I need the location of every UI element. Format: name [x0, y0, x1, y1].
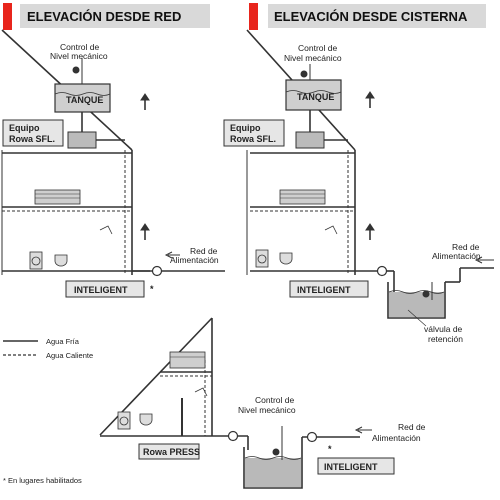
washer-door — [31, 256, 41, 266]
panel-left-labels: Control de Nivel mecánico TANQUE Equipo … — [2, 42, 219, 298]
panel-bottom — [99, 317, 372, 489]
supply-arrow-head — [164, 251, 173, 259]
header-left-accent — [3, 3, 12, 30]
washer-door — [257, 254, 267, 264]
right-valve-label-2: retención — [428, 334, 463, 344]
rowa-press-box — [138, 443, 200, 460]
left-control-label-2: Nivel mecánico — [50, 51, 108, 61]
flow-arrow-head — [365, 223, 375, 231]
right-equipo-box — [223, 119, 285, 147]
left-tank-label: TANQUE — [66, 95, 103, 105]
tank-water — [285, 90, 342, 94]
washer-door — [119, 416, 129, 426]
left-equipo-label-1: Equipo — [9, 123, 40, 133]
left-red-label-2: Alimentación — [170, 255, 219, 265]
bottom-red-label-1: Red de — [398, 422, 426, 432]
bed-shape — [169, 351, 206, 369]
flow-arrow-head — [140, 223, 150, 231]
washer-shape — [117, 411, 131, 430]
washer-shape — [29, 251, 43, 270]
meter-symbol — [227, 430, 239, 442]
meter-symbol — [151, 265, 163, 277]
supply-arrow-head — [474, 256, 483, 264]
right-control-label-1: Control de — [298, 43, 337, 53]
header-right-bg — [268, 4, 486, 28]
left-inteligent-box — [65, 280, 145, 298]
bed-shape — [279, 189, 326, 205]
rowa-press-label: Rowa PRESS — [143, 447, 200, 457]
meter-symbol — [376, 265, 388, 277]
footnote: * En lugares habilitados — [3, 476, 82, 485]
valve-pointer — [407, 309, 427, 327]
cistern-water — [389, 292, 444, 317]
meter-symbol — [306, 431, 318, 443]
header-right-title: ELEVACIÓN DESDE CISTERNA — [274, 9, 468, 24]
right-inteligent-box — [289, 280, 369, 298]
bottom-control-label-1: Control de — [255, 395, 294, 405]
legend: Agua Fría Agua Caliente — [3, 337, 93, 360]
washer-shape — [255, 249, 269, 268]
left-star: * — [150, 284, 154, 294]
toilet-shape — [139, 413, 153, 426]
header-left: ELEVACIÓN DESDE RED — [3, 3, 210, 30]
cistern-water — [245, 458, 301, 487]
right-control-label-2: Nivel mecánico — [284, 53, 342, 63]
equipo-unit — [295, 131, 325, 149]
flow-arrow-head — [365, 91, 375, 99]
cistern-float — [272, 448, 280, 456]
cistern-wave — [388, 290, 445, 294]
left-equipo-label-2: Rowa SFL. — [9, 134, 55, 144]
left-equipo-box — [2, 119, 64, 147]
panel-right-labels: Control de Nivel mecánico TANQUE Equipo … — [223, 43, 481, 344]
shower-head — [324, 225, 338, 235]
left-red-label-1: Red de — [190, 246, 218, 256]
equipo-unit — [67, 131, 97, 149]
left-inteligent-label: INTELIGENT — [74, 285, 128, 295]
legend-cold-label: Agua Fría — [46, 337, 80, 346]
toilet-shape — [279, 252, 293, 265]
panel-left — [1, 29, 225, 277]
header-right-accent — [249, 3, 258, 30]
bottom-inteligent-box — [317, 457, 395, 475]
header-left-title: ELEVACIÓN DESDE RED — [27, 9, 181, 24]
right-equipo-label-1: Equipo — [230, 123, 261, 133]
tank-shape — [54, 83, 111, 113]
panel-bottom-labels: Rowa PRESS Control de Nivel mecánico Red… — [138, 395, 426, 475]
bottom-star: * — [328, 444, 332, 454]
bottom-red-label-2: Alimentación — [372, 433, 421, 443]
right-equipo-label-2: Rowa SFL. — [230, 134, 276, 144]
legend-hot-label: Agua Caliente — [46, 351, 93, 360]
right-tank-label: TANQUE — [297, 92, 334, 102]
bottom-control-label-2: Nivel mecánico — [238, 405, 296, 415]
cistern-wave — [244, 456, 302, 460]
header-left-bg — [20, 4, 210, 28]
tank-shape — [285, 79, 342, 111]
flow-arrow-head — [140, 93, 150, 101]
toilet-shape — [54, 254, 68, 267]
cistern-float — [422, 290, 430, 298]
right-valve-label-1: válvula de — [424, 324, 463, 334]
tank-water — [54, 92, 111, 96]
float-ball — [300, 70, 308, 78]
panel-right — [246, 29, 494, 319]
bed-shape — [34, 189, 81, 205]
cistern-shape — [243, 447, 303, 489]
header-right: ELEVACIÓN DESDE CISTERNA — [249, 3, 486, 30]
right-red-label-1: Red de — [452, 242, 480, 252]
supply-arrow-head — [354, 426, 363, 434]
right-inteligent-label: INTELIGENT — [297, 285, 351, 295]
shower-head — [194, 387, 208, 397]
left-control-label-1: Control de — [60, 42, 99, 52]
float-ball — [72, 66, 80, 74]
right-red-label-2: Alimentación — [432, 251, 481, 261]
shower-head — [99, 225, 113, 235]
bottom-inteligent-label: INTELIGENT — [324, 462, 378, 472]
